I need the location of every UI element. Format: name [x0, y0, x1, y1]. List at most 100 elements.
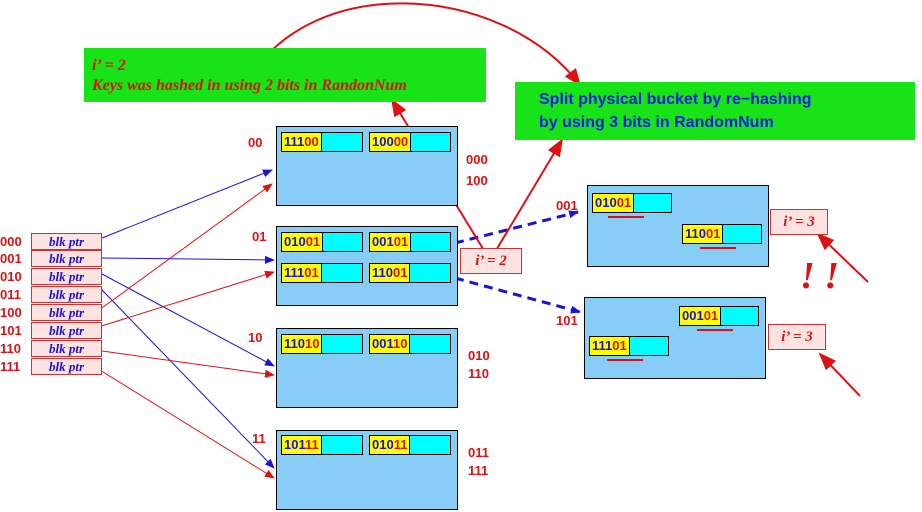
bucket-label-10: 10: [248, 330, 263, 345]
key-low-bits: 00: [393, 134, 409, 149]
key-record: 10111: [281, 435, 363, 455]
key-high-bits: 010: [284, 234, 306, 249]
key-high-bits: 111: [284, 134, 305, 149]
blk-ptr-cell: blk ptr: [31, 358, 102, 375]
arrow-to-right-note: [494, 138, 564, 253]
key-low-bits: 10: [392, 336, 408, 351]
bits-underline: [607, 359, 643, 361]
bucket-10: 11010 00110: [276, 328, 458, 408]
key-high-bits: 110: [685, 226, 706, 241]
bucket-label-001: 001: [556, 198, 578, 213]
key-high-bits: 010: [595, 195, 617, 210]
directory-row: 111 blk ptr: [0, 358, 104, 375]
key-record: 11100: [281, 132, 363, 152]
bucket-label-101: 101: [556, 313, 578, 328]
note-split-line2: by using 3 bits in RandomNum: [539, 114, 774, 131]
dir-bits: 010: [0, 269, 22, 284]
key-record: 11001: [682, 224, 762, 244]
key-slot: [629, 337, 668, 355]
dir-bits: 001: [0, 251, 22, 266]
dir-bits: 000: [0, 234, 22, 249]
blk-ptr-cell: blk ptr: [31, 322, 102, 339]
note-global-depth-line1: i’ = 2: [92, 57, 126, 74]
dir-ptr-010: [101, 273, 275, 367]
dir-ptr-001: [101, 255, 275, 264]
key-low-bits: 01: [612, 338, 627, 353]
key-record: 01001: [281, 232, 363, 252]
bits-underline: [700, 247, 736, 249]
blk-ptr-cell: blk ptr: [31, 340, 102, 357]
key-high-bits: 111: [592, 338, 613, 353]
key-high-bits: 010: [372, 437, 394, 452]
bucket-00: 11100 10000: [276, 126, 458, 206]
key-low-bits: 01: [392, 265, 408, 280]
key-high-bits: 110: [372, 265, 393, 280]
note-global-depth: i’ = 2 Keys was hashed in using 2 bits i…: [84, 48, 486, 102]
blk-ptr-cell: blk ptr: [31, 233, 102, 250]
key-slot: [723, 225, 761, 243]
local-depth-box: i’ = 2: [460, 248, 522, 274]
key-low-bits: 11: [393, 437, 408, 452]
key-slot: [322, 335, 362, 353]
dir-ptr-000: [101, 169, 273, 239]
key-low-bits: 01: [305, 234, 321, 249]
key-record: 00101: [369, 232, 451, 252]
attention-arrow-2: [818, 352, 861, 397]
note-global-depth-line2: Keys was hashed in using 2 bits in Rando…: [92, 77, 407, 94]
key-high-bits: 001: [682, 308, 704, 323]
directory-row: 110 blk ptr: [0, 340, 104, 357]
local-depth-box: i’ = 3: [770, 209, 828, 235]
dir-bits: 011: [0, 287, 21, 302]
bucket-001: 01001 11001: [587, 185, 769, 267]
bucket-11: 10111 01011: [276, 430, 458, 510]
bucket-dir-label: 110: [468, 366, 489, 381]
dir-ptr-101: [94, 270, 275, 329]
key-low-bits: 10: [304, 336, 320, 351]
key-slot: [721, 307, 758, 325]
dir-ptr-111: [94, 366, 275, 479]
bucket-label-11: 11: [252, 431, 266, 446]
note-split-line1: Split physical bucket by re−hashing: [539, 91, 812, 108]
key-record: 00101: [679, 306, 759, 326]
key-slot: [411, 133, 450, 151]
bucket-label-00: 00: [248, 135, 263, 150]
dir-bits: 110: [0, 341, 21, 356]
dir-bits: 111: [0, 359, 21, 374]
bucket-101: 00101 11101: [584, 297, 766, 379]
key-record: 11010: [281, 334, 363, 354]
blk-ptr-cell: blk ptr: [31, 304, 102, 321]
bucket-dir-label: 000: [466, 152, 488, 167]
note-split: Split physical bucket by re−hashing by u…: [515, 82, 915, 140]
key-record: 11101: [281, 263, 363, 283]
bits-underline: [608, 216, 644, 218]
key-record: 11101: [589, 336, 669, 356]
key-low-bits: 01: [705, 226, 721, 241]
bucket-label-01: 01: [252, 229, 267, 244]
bucket-dir-label: 010: [468, 348, 490, 363]
key-low-bits: 01: [703, 308, 719, 323]
key-slot: [410, 264, 450, 282]
key-slot: [634, 194, 671, 212]
key-high-bits: 101: [284, 437, 305, 452]
bucket-dir-label: 100: [466, 173, 488, 188]
exclamation-marks: ! !: [800, 255, 840, 297]
key-slot: [323, 233, 362, 251]
key-high-bits: 001: [372, 336, 393, 351]
key-high-bits: 111: [284, 265, 305, 280]
key-low-bits: 11: [304, 437, 319, 452]
bucket-dir-label: 111: [468, 463, 489, 478]
dir-ptr-011: [101, 289, 275, 469]
dir-ptr-100: [94, 183, 273, 314]
key-slot: [321, 264, 362, 282]
split-arrow-101: [454, 276, 581, 314]
key-record: 10000: [369, 132, 451, 152]
key-slot: [411, 233, 450, 251]
key-slot: [321, 436, 362, 454]
key-low-bits: 01: [616, 195, 632, 210]
